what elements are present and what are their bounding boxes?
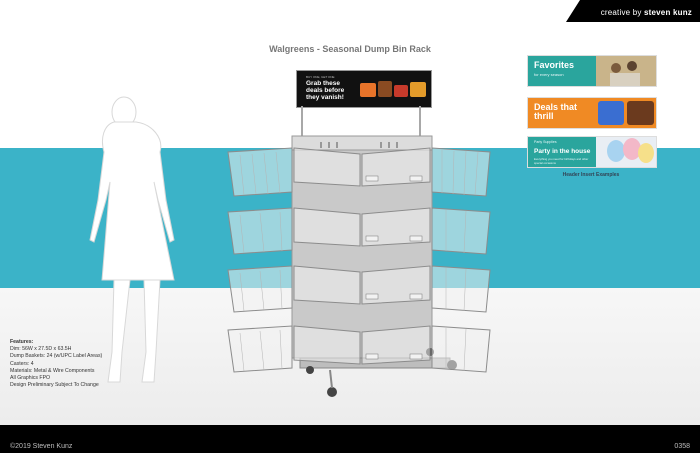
family-photo xyxy=(596,56,656,86)
candy-image xyxy=(360,81,426,97)
inserts-caption: Header Insert Examples xyxy=(562,172,620,178)
footer-bar: ©2019 Steven Kunz 0358 xyxy=(0,425,700,453)
header-insert-deals: Deals that thrill xyxy=(527,97,657,129)
brand-tab xyxy=(566,0,700,22)
feature-line: Dump Baskets: 24 (w/UPC Label Areas) xyxy=(10,353,103,360)
feature-line: Casters: 4 xyxy=(10,360,34,367)
candy-bags-image xyxy=(596,98,656,128)
features-heading: Features: xyxy=(10,339,34,345)
balloons-image xyxy=(596,137,656,167)
feature-line: Design Preliminary Subject To Change xyxy=(10,382,99,389)
feature-line: All Graphics FPO xyxy=(10,375,51,382)
header-insert-favorites: Favorites for every season xyxy=(527,55,657,87)
header-insert-party: Party Supplies Party in the house Everyt… xyxy=(527,136,657,168)
header-sign: BUY ONE, GET ONE Grab these deals before… xyxy=(296,70,432,108)
feature-line: Dim: 56W x 27.5D x 63.5H xyxy=(10,346,72,353)
copyright: ©2019 Steven Kunz xyxy=(10,443,73,450)
page-number: 0358 xyxy=(674,443,690,450)
woman-silhouette xyxy=(89,96,175,383)
dump-bin-rack xyxy=(227,106,491,397)
feature-line: Materials: Metal & Wire Components xyxy=(10,367,95,374)
sign-small-text: BUY ONE, GET ONE xyxy=(306,75,335,79)
features-list: Features: Dim: 56W x 27.5D x 63.5H Dump … xyxy=(10,339,102,389)
page-title: Walgreens - Seasonal Dump Bin Rack xyxy=(269,44,431,54)
insert-deals-title: Deals that thrill xyxy=(534,102,578,121)
sign-headline: Grab these deals before they vanish! xyxy=(306,80,345,101)
brand-logo: creative by steven kunz xyxy=(600,8,692,17)
